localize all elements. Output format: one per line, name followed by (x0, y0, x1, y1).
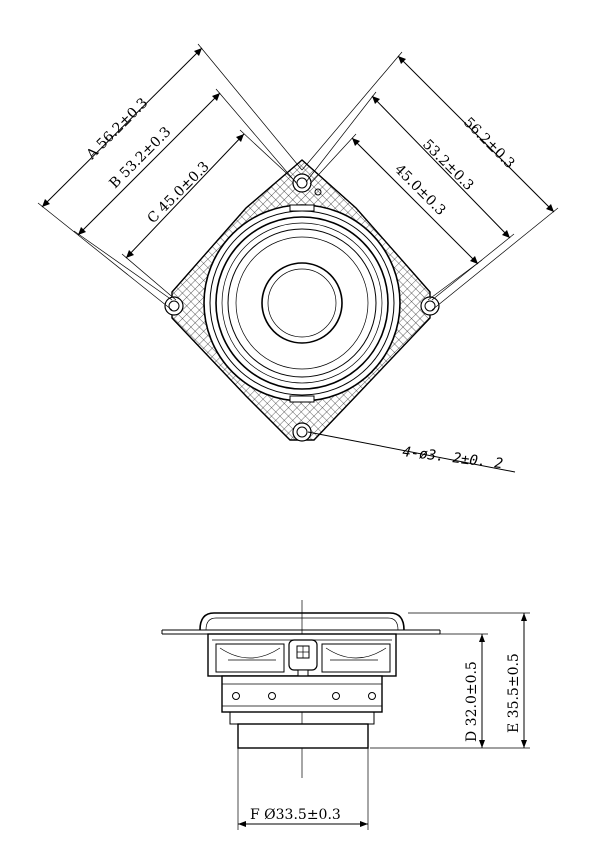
side-basket (207, 633, 397, 693)
mounting-hole-bottom (292, 422, 312, 442)
side-view: D 32.0±0.5 E 35.5±0.5 F Ø33.5±0.3 (161, 600, 530, 830)
dim-label-d: D 32.0±0.5 (464, 661, 480, 742)
mounting-holes-label: 4-ø3. 2±0. 2 (402, 444, 504, 472)
dim-label-right-outer: 56.2±0.3 (460, 115, 517, 172)
dimension-lines-right (301, 51, 559, 311)
mounting-hole-right (420, 296, 440, 316)
dimension-f (237, 748, 369, 830)
dimension-d (370, 633, 530, 749)
dimension-e (408, 612, 530, 748)
mounting-hole-left (164, 296, 184, 316)
mounting-hole-top (292, 173, 322, 196)
hole-leader (307, 431, 516, 473)
dim-label-f: F Ø33.5±0.3 (250, 807, 341, 823)
top-view: A 56.2±0.3 B 53.2±0.3 C 45.0±0.3 56.2±0.… (37, 43, 559, 473)
dim-label-right-middle: 53.2±0.3 (419, 137, 476, 194)
dim-label-right-inner: 45.0±0.3 (391, 162, 448, 219)
speaker-body (203, 204, 401, 403)
side-motor (221, 675, 383, 749)
dimension-lines-left (37, 43, 303, 311)
dim-label-c: C 45.0±0.3 (145, 159, 213, 227)
side-flange (161, 612, 441, 635)
dim-label-e: E 35.5±0.5 (506, 653, 522, 733)
